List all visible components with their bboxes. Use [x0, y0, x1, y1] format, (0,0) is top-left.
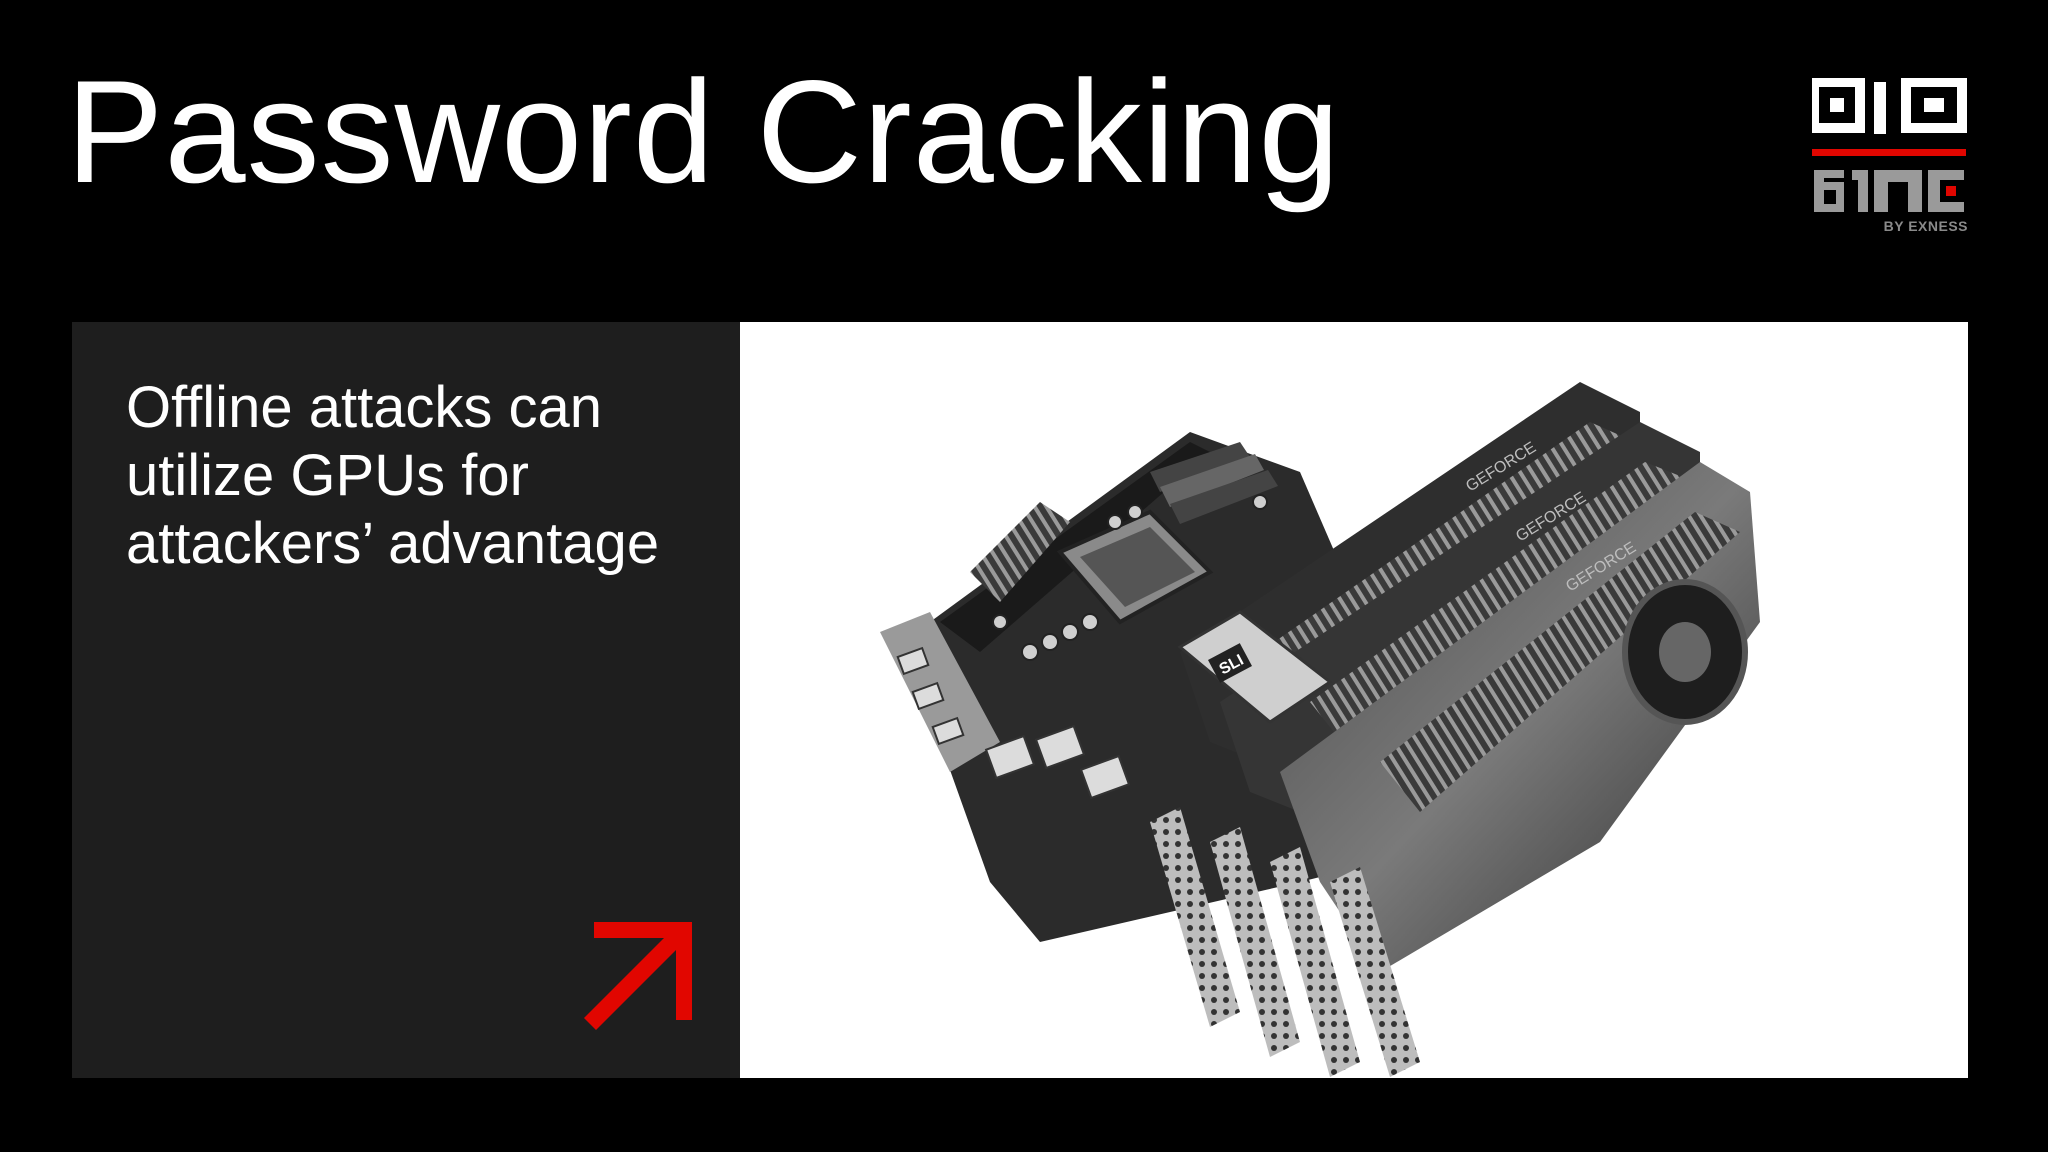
logo-tagline: BY EXNESS: [1883, 218, 1968, 234]
body-text: Offline attacks can utilize GPUs for att…: [126, 375, 660, 576]
logo-mark-icon: [1809, 77, 1967, 212]
brand-logo: BY EXNESS: [1809, 77, 1968, 238]
text-panel: Offline attacks can utilize GPUs for att…: [72, 322, 740, 1078]
gpu-motherboard-image: GEFORCE GEFORCE GEFORCE SLI: [880, 382, 1760, 1077]
slide-title: Password Cracking: [66, 50, 1341, 213]
gpu-photo: GEFORCE GEFORCE GEFORCE SLI: [740, 322, 1968, 1078]
arrow-up-right-icon: [584, 922, 692, 1030]
